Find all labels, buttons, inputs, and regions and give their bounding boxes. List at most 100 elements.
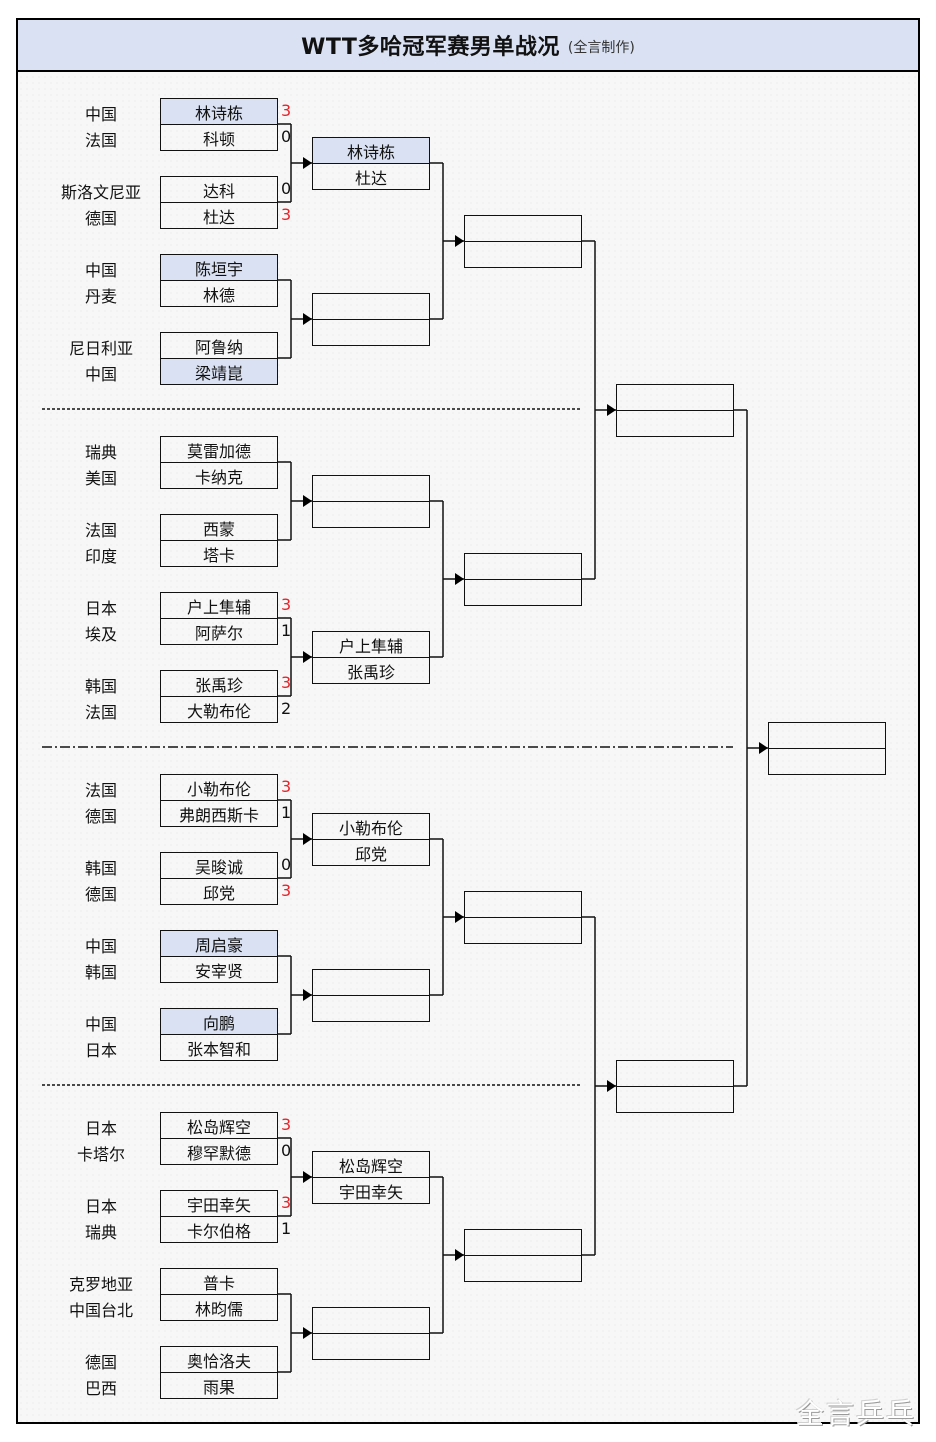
player-country: 法国 (84, 781, 117, 800)
quarterfinal-match-player1 (464, 1229, 582, 1256)
round1-player: 邱党 (160, 878, 278, 905)
player-score: 1 (281, 1219, 292, 1238)
round1-player: 林诗栋 (160, 98, 278, 125)
player-score: 1 (281, 803, 292, 822)
player-score: 3 (281, 205, 292, 224)
player-score: 2 (281, 699, 292, 718)
round1-player: 穆罕默德 (160, 1138, 278, 1165)
quarterfinal-match-player2 (464, 917, 582, 944)
watermark: 全言乒乓 (795, 1397, 916, 1430)
round1-player: 卡尔伯格 (160, 1216, 278, 1243)
player-country: 瑞典 (84, 1223, 117, 1242)
player-country: 中国台北 (68, 1301, 133, 1320)
player-country: 瑞典 (84, 443, 117, 462)
title-bar: WTT多哈冠军赛男单战况 (全言制作) (18, 20, 918, 72)
player-country: 尼日利亚 (68, 339, 133, 358)
round1-player: 向鹏 (160, 1008, 278, 1035)
player-score: 3 (281, 777, 292, 796)
round1-player: 周启豪 (160, 930, 278, 957)
quarterfinal-match-player2 (464, 1255, 582, 1282)
round1-player: 宇田幸矢 (160, 1190, 278, 1217)
player-country: 中国 (84, 261, 117, 280)
player-country: 克罗地亚 (68, 1275, 133, 1294)
semifinal-match-player1 (616, 384, 734, 411)
player-country: 中国 (84, 365, 117, 384)
player-country: 日本 (84, 599, 117, 618)
player-country: 美国 (84, 469, 117, 488)
player-score: 0 (281, 127, 292, 146)
round1-player: 科顿 (160, 124, 278, 151)
semifinal-match-player2 (616, 410, 734, 437)
player-country: 韩国 (84, 859, 117, 878)
player-country: 日本 (84, 1119, 117, 1138)
round1-player: 户上隼辅 (160, 592, 278, 619)
round2-match-player2 (312, 501, 430, 528)
final-match-player2 (768, 748, 886, 775)
player-country: 日本 (84, 1041, 117, 1060)
bracket-frame: WTT多哈冠军赛男单战况 (全言制作) (16, 18, 920, 1424)
round2-match-player1: 林诗栋 (312, 137, 430, 164)
round1-player: 杜达 (160, 202, 278, 229)
player-country: 埃及 (84, 625, 117, 644)
round1-player: 弗朗西斯卡 (160, 800, 278, 827)
round2-match-player1: 小勒布伦 (312, 813, 430, 840)
player-country: 中国 (84, 937, 117, 956)
round1-player: 张禹珍 (160, 670, 278, 697)
player-country: 德国 (84, 885, 117, 904)
round2-match-player1 (312, 969, 430, 996)
player-country: 巴西 (84, 1379, 117, 1398)
round2-match-player2: 宇田幸矢 (312, 1177, 430, 1204)
player-country: 法国 (84, 703, 117, 722)
player-score: 0 (281, 855, 292, 874)
player-score: 1 (281, 621, 292, 640)
round1-player: 塔卡 (160, 540, 278, 567)
round1-player: 张本智和 (160, 1034, 278, 1061)
round1-player: 林德 (160, 280, 278, 307)
player-country: 法国 (84, 521, 117, 540)
semifinal-match-player2 (616, 1086, 734, 1113)
round2-match-player2: 杜达 (312, 163, 430, 190)
round2-match-player1: 松岛辉空 (312, 1151, 430, 1178)
round1-player: 安宰贤 (160, 956, 278, 983)
player-score: 0 (281, 179, 292, 198)
round2-match-player1: 户上隼辅 (312, 631, 430, 658)
player-score: 3 (281, 673, 292, 692)
player-country: 卡塔尔 (76, 1145, 125, 1164)
player-score: 3 (281, 1193, 292, 1212)
player-country: 德国 (84, 209, 117, 228)
round1-player: 奥恰洛夫 (160, 1346, 278, 1373)
quarterfinal-match-player1 (464, 215, 582, 242)
quarterfinal-match-player1 (464, 891, 582, 918)
final-match-player1 (768, 722, 886, 749)
round1-player: 林昀儒 (160, 1294, 278, 1321)
round2-match-player2: 邱党 (312, 839, 430, 866)
round1-player: 小勒布伦 (160, 774, 278, 801)
round2-match-player2: 张禹珍 (312, 657, 430, 684)
player-country: 日本 (84, 1197, 117, 1216)
round1-player: 阿萨尔 (160, 618, 278, 645)
round2-match-player2 (312, 1333, 430, 1360)
round2-match-player1 (312, 293, 430, 320)
round1-player: 西蒙 (160, 514, 278, 541)
player-score: 3 (281, 881, 292, 900)
player-country: 法国 (84, 131, 117, 150)
round1-player: 雨果 (160, 1372, 278, 1399)
quarterfinal-match-player1 (464, 553, 582, 580)
round1-player: 阿鲁纳 (160, 332, 278, 359)
page-subtitle: (全言制作) (567, 40, 635, 56)
player-country: 丹麦 (84, 287, 117, 306)
quarterfinal-match-player2 (464, 579, 582, 606)
player-country: 韩国 (84, 963, 117, 982)
player-country: 韩国 (84, 677, 117, 696)
round1-player: 大勒布伦 (160, 696, 278, 723)
round1-player: 梁靖崑 (160, 358, 278, 385)
round2-match-player2 (312, 995, 430, 1022)
round1-player: 卡纳克 (160, 462, 278, 489)
round1-player: 陈垣宇 (160, 254, 278, 281)
player-score: 3 (281, 1115, 292, 1134)
round1-player: 达科 (160, 176, 278, 203)
player-score: 3 (281, 595, 292, 614)
round2-match-player2 (312, 319, 430, 346)
round2-match-player1 (312, 475, 430, 502)
player-country: 中国 (84, 105, 117, 124)
